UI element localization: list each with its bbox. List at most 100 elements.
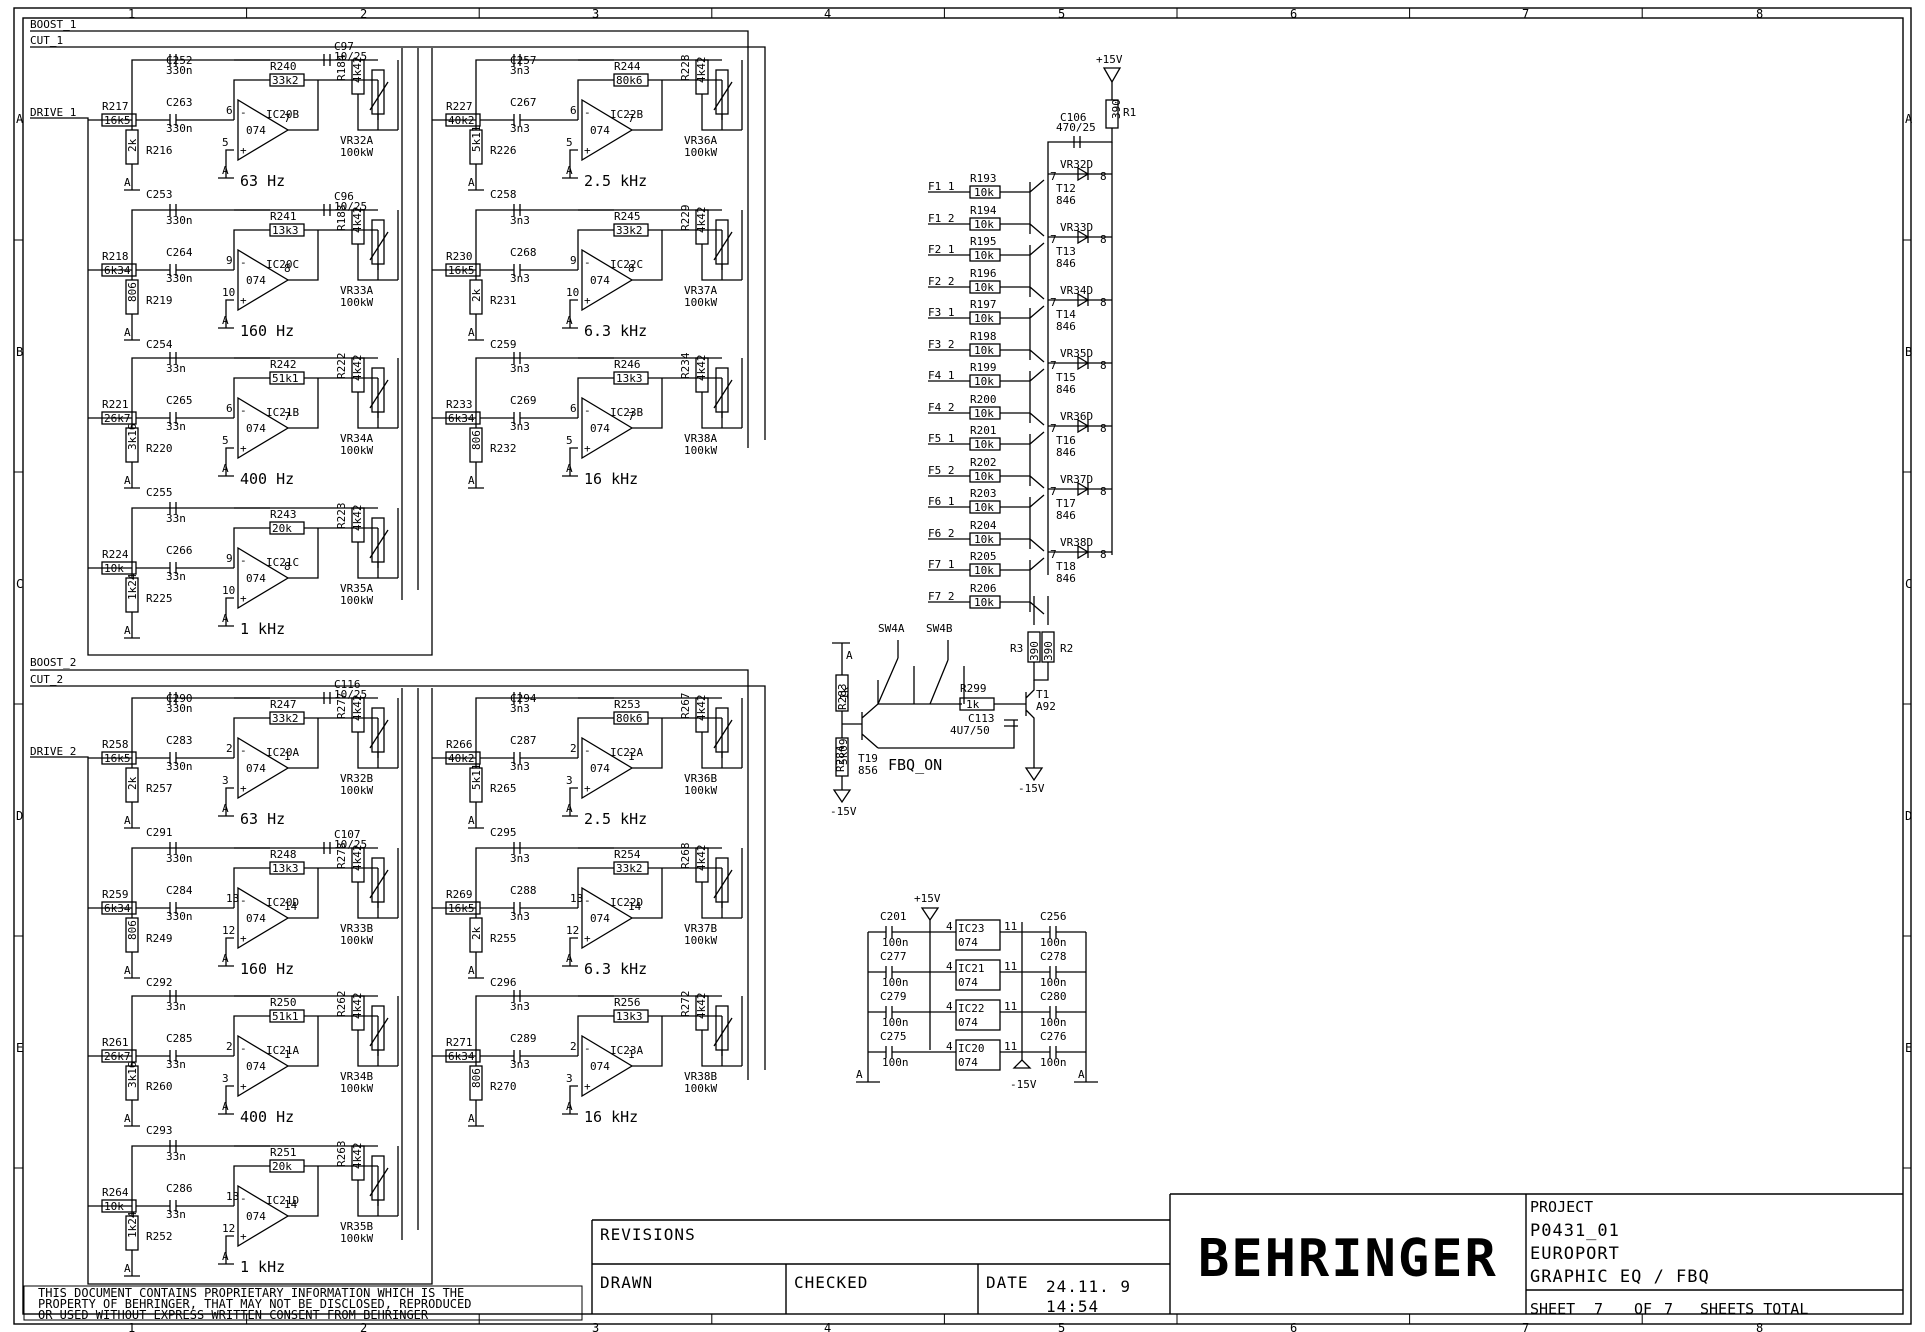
opamp-pin-out: 14 — [284, 900, 298, 913]
sheet-label: SHEET — [1530, 1300, 1575, 1318]
top-capacitor-value: 330n — [166, 64, 193, 77]
opamp-ic-label: IC22C — [610, 258, 643, 271]
title-block: REVISIONS DRAWN CHECKED DATE 24.11. 9 14… — [591, 1193, 1903, 1318]
led-input-a: F6_1 — [928, 495, 955, 508]
top-capacitor-value: 3n3 — [510, 64, 530, 77]
ground-label: A — [566, 802, 573, 815]
input-resistor-value: 10k — [104, 562, 124, 575]
opamp-pin-out: 14 — [628, 900, 642, 913]
series-capacitor — [136, 562, 234, 574]
led-resistor-b-label: R206 — [970, 582, 997, 595]
t19-label: T19 — [858, 752, 878, 765]
grid-row-left-D: D — [16, 809, 23, 823]
right-capacitor-value: 100n — [1040, 1016, 1067, 1029]
led-transistor-value: 846 — [1056, 194, 1076, 207]
r299-value: 1k — [966, 698, 980, 711]
led-pin-8: 8 — [1100, 233, 1107, 246]
series-capacitor-label: C263 — [166, 96, 193, 109]
led-diode-icon — [1048, 355, 1112, 371]
top-capacitor-label: C290 — [166, 692, 193, 705]
feedback-wire — [233, 847, 270, 908]
opamp-pin-minus: 2 — [570, 742, 577, 755]
led-resistor-b-label: R204 — [970, 519, 997, 532]
rail-drive-1-label: DRIVE_1 — [30, 106, 76, 119]
coupling-capacitor — [323, 842, 331, 854]
led-resistor-b-value: 10k — [974, 281, 994, 294]
led-pin-7: 7 — [1050, 170, 1057, 183]
t19-transistor — [842, 680, 879, 749]
potentiometer-label: VR36B — [684, 772, 717, 785]
led-input-wires — [928, 506, 970, 540]
feedback-resistor-label: R256 — [614, 996, 641, 1009]
potentiometer-value: 100kW — [684, 296, 717, 309]
potentiometer-value: 100kW — [340, 146, 373, 159]
top-capacitor-value: 3n3 — [510, 852, 530, 865]
ground-resistor-label: R249 — [146, 932, 173, 945]
series-capacitor-label: C287 — [510, 734, 537, 747]
ground-resistor-value: 2k — [470, 288, 483, 302]
input-resistor-value: 40k2 — [448, 114, 475, 127]
input-resistor-label: R218 — [102, 250, 129, 263]
opamp-pin-minus: 6 — [570, 402, 577, 415]
led-input-b: F2_2 — [928, 275, 955, 288]
power-neg-arrow-icon — [1012, 1059, 1032, 1069]
led-diode-icon — [1048, 166, 1112, 182]
coupling-capacitor — [323, 54, 331, 66]
led-pin-8: 8 — [1100, 296, 1107, 309]
band-wire — [88, 209, 379, 271]
potentiometer-label: VR35B — [340, 1220, 373, 1233]
led-diode-icon — [1048, 544, 1112, 560]
opamp-minus-sign: - — [240, 894, 247, 907]
band-frequency: 1 kHz — [240, 1258, 285, 1276]
grid-col-top-5: 5 — [1058, 7, 1065, 21]
top-capacitor — [513, 204, 521, 216]
opamp-ic-label: IC21C — [266, 556, 299, 569]
reference-capacitor-label: C253 — [146, 188, 173, 201]
reference-capacitor-label: C292 — [146, 976, 173, 989]
r2-value: 390 — [1042, 641, 1055, 661]
band-frequency: 6.3 kHz — [584, 322, 647, 340]
top-capacitor — [169, 692, 177, 704]
opamp-wires — [218, 718, 319, 817]
feedback-resistor-value: 13k3 — [272, 224, 299, 237]
power-neg-label: -15V — [1010, 1078, 1037, 1091]
r284-value: 5k09 — [837, 739, 850, 766]
led-diode-icon — [1048, 418, 1112, 434]
led-transistor — [1000, 557, 1045, 615]
input-resistor-value: 6k34 — [104, 264, 131, 277]
grid-col-bottom-2: 2 — [360, 1321, 367, 1332]
potentiometer-wires — [701, 60, 743, 131]
grid-col-bottom-6: 6 — [1290, 1321, 1297, 1332]
grid-col-top-8: 8 — [1756, 7, 1763, 21]
opamp-pin-plus: 3 — [566, 774, 573, 787]
r3-r2-leads — [1033, 596, 1049, 625]
power-pos-arrow-icon — [920, 907, 940, 922]
sheet-title: GRAPHIC EQ / FBQ — [1530, 1267, 1710, 1287]
series-capacitor-value: 3n3 — [510, 272, 530, 285]
led-pin-8: 8 — [1100, 485, 1107, 498]
left-capacitor-label: C279 — [880, 990, 907, 1003]
input-resistor-label: R221 — [102, 398, 129, 411]
led-transistor-label: T16 — [1056, 434, 1076, 447]
led-vr-label: VR37D — [1060, 473, 1093, 486]
top-capacitor-value: 3n3 — [510, 1000, 530, 1013]
opamp-pin-minus: 9 — [226, 254, 233, 267]
opamp-plus-sign: + — [240, 1080, 247, 1093]
pot-series-resistor-value: 4k42 — [695, 207, 708, 234]
opamp-triangle — [237, 396, 290, 460]
led-input-a: F5_1 — [928, 432, 955, 445]
pot-series-resistor-label: R229 — [679, 205, 692, 232]
opamp-wires — [218, 378, 319, 477]
left-decoupling-capacitor — [868, 1046, 930, 1058]
series-capacitor-label: C285 — [166, 1032, 193, 1045]
ground-label: A — [222, 1250, 229, 1263]
opamp-triangle — [237, 98, 290, 162]
led-input-wires — [928, 254, 970, 288]
ground-resistor-leads — [124, 270, 140, 341]
